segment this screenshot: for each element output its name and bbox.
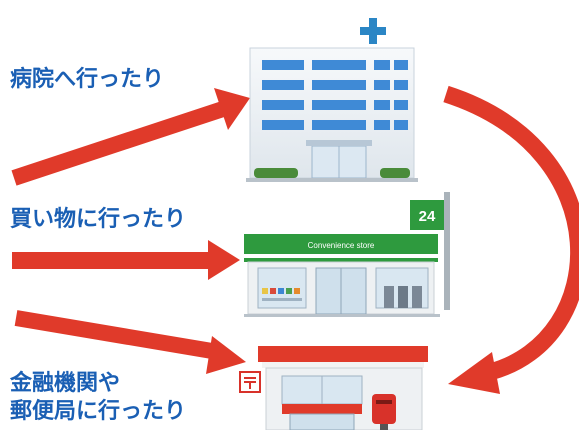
postal-mark-icon (239, 371, 261, 393)
post-office (239, 346, 428, 430)
mailbox-icon (372, 394, 396, 430)
medical-cross-icon (358, 16, 388, 46)
finance-label-line1: 金融機関や (10, 371, 121, 396)
hospital-label: 病院へ行ったり (10, 67, 165, 92)
arrow-to-hospital (11, 88, 250, 186)
finance-label-line2: 郵便局に行ったり (10, 399, 187, 424)
arrow-to-store (12, 240, 240, 280)
arrow-to-postoffice (14, 310, 246, 374)
hospital-building (246, 16, 418, 182)
shopping-label: 買い物に行ったり (10, 207, 187, 232)
hours-sign-text: 24 (419, 208, 436, 225)
convenience-store (244, 192, 450, 317)
store-sign-text: Convenience store (308, 241, 375, 250)
curved-arrow (443, 85, 579, 394)
